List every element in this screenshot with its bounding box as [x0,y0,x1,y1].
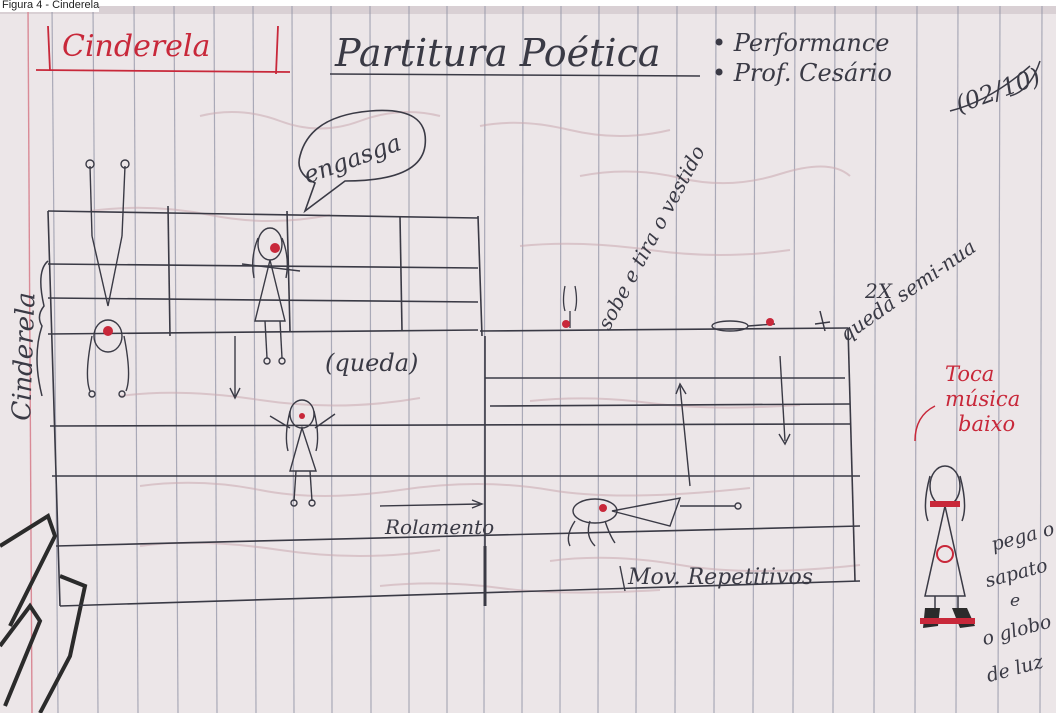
sketch-title: Partitura Poética [334,31,661,75]
small-figure-right [562,285,578,328]
title-underline [329,73,701,77]
red-pointer [914,405,936,442]
side-label: Cinderela [7,292,41,422]
notebook-photo: Cinderela Partitura Poética • Performanc… [0,6,1056,713]
red-mark-2 [270,243,280,253]
notebook-edge-shadow [0,512,88,713]
note-music-3: baixo [958,412,1015,436]
sketch-subtitle-1: • Performance [712,29,890,57]
sketch-subtitle-2: • Prof. Cesário [712,59,892,87]
margin-line [27,6,33,713]
fall-arrows [229,336,791,592]
paper-background [0,6,1056,713]
paper-shadow-top [0,6,1056,14]
staff-grid-right [479,327,856,606]
note-music-2: música [945,387,1020,411]
date-bracket [949,60,1041,112]
red-mark-4 [562,320,570,328]
title-box-text: Cinderela [62,29,210,64]
note-shoe-3: e [1010,591,1020,611]
staff-grid-left [47,205,861,607]
red-mark-6 [599,504,607,512]
hanging-figure [85,159,130,398]
figure-caption: Figura 4 - Cinderela [0,0,100,12]
bleed-through-text [89,111,861,594]
speech-bubble [298,109,427,214]
side-brace [36,260,49,397]
note-twice: 2X [864,279,893,303]
red-mark-1 [103,326,113,336]
figure-red-details [920,501,975,624]
title-box-sketch [35,25,291,75]
standing-figure [269,399,336,507]
rolling-figure [567,497,742,547]
notebook-ruled-lines [51,6,1043,713]
note-rolling: Rolamento [384,515,494,539]
choking-figure [241,227,301,365]
note-moves: Mov. Repetitivos [627,565,813,590]
dagger-mark [814,310,831,332]
fall-label: (queda) [325,349,418,377]
red-mark-5 [766,318,774,326]
red-mark-3 [299,413,305,419]
note-music-1: Toca [945,362,994,386]
